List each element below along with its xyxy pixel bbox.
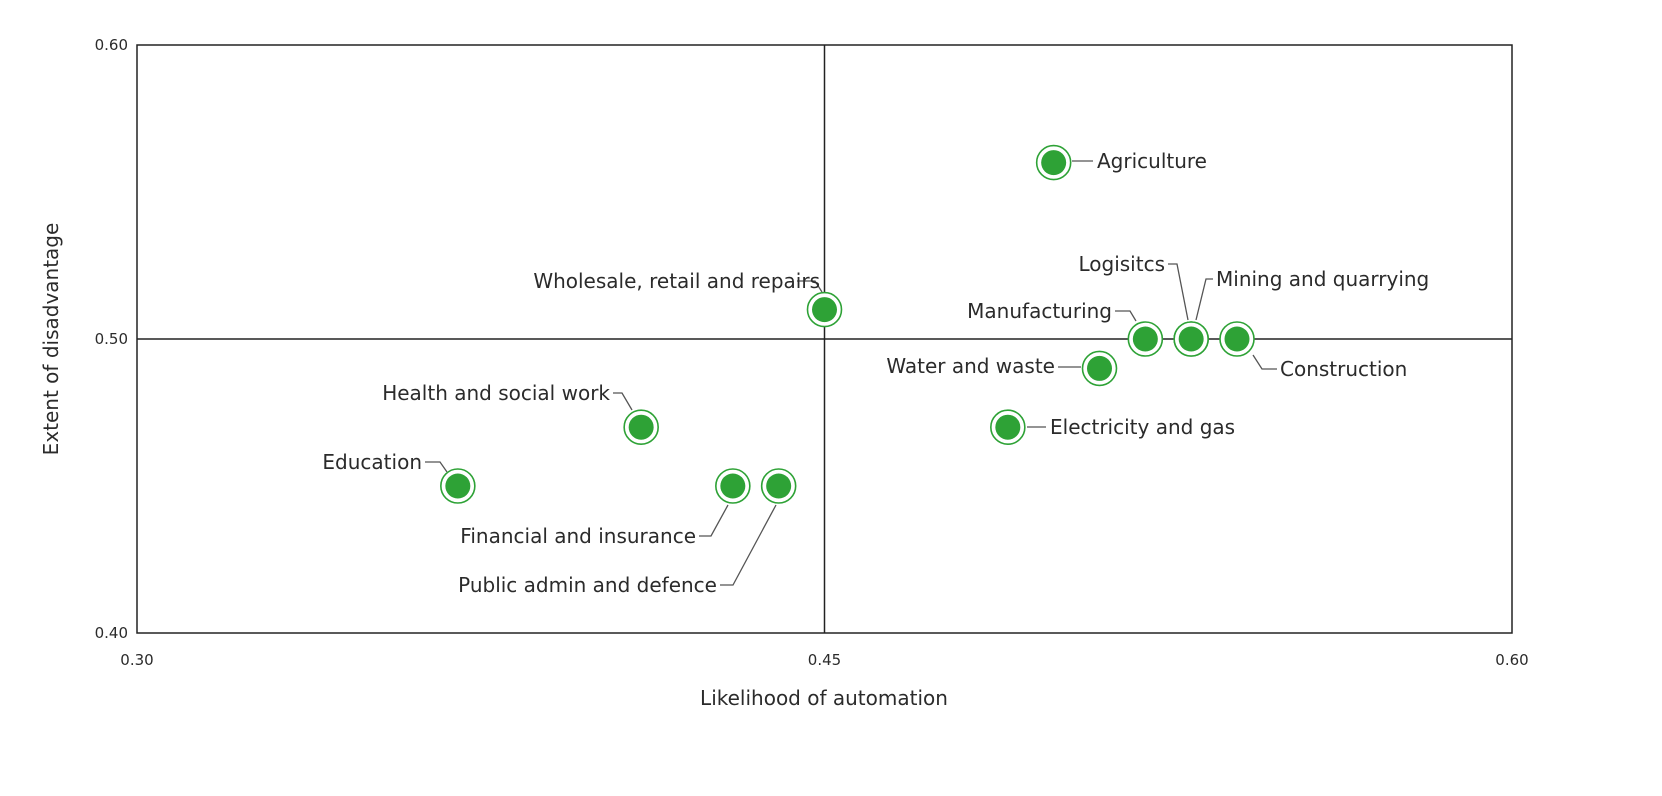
leader-line bbox=[1195, 278, 1213, 321]
point-label: Logisitcs bbox=[1078, 252, 1165, 276]
point-label: Agriculture bbox=[1097, 149, 1207, 173]
data-point[interactable] bbox=[806, 291, 843, 328]
point-label: Mining and quarrying bbox=[1216, 267, 1429, 291]
x-tick-label: 0.60 bbox=[1495, 651, 1528, 669]
leader-line bbox=[1115, 310, 1137, 322]
y-tick-label: 0.40 bbox=[95, 624, 128, 642]
leader-line bbox=[613, 392, 633, 411]
data-point[interactable] bbox=[990, 409, 1026, 446]
point-label: Manufacturing bbox=[967, 299, 1112, 323]
data-point[interactable] bbox=[1219, 321, 1255, 357]
leader-line bbox=[1168, 263, 1189, 321]
point-label: Financial and insurance bbox=[460, 524, 696, 548]
x-tick-label: 0.45 bbox=[808, 651, 841, 669]
leader-line bbox=[720, 504, 777, 586]
point-label: Electricity and gas bbox=[1050, 415, 1235, 439]
data-point[interactable] bbox=[1081, 350, 1118, 387]
data-point[interactable] bbox=[760, 468, 797, 504]
y-axis-title: Extent of disadvantage bbox=[39, 223, 63, 456]
data-point[interactable] bbox=[1035, 144, 1072, 181]
leader-line bbox=[1252, 354, 1277, 370]
point-label: Education bbox=[322, 450, 422, 474]
point-label: Wholesale, retail and repairs bbox=[533, 269, 820, 293]
point-label: Public admin and defence bbox=[458, 573, 717, 597]
y-tick-label: 0.50 bbox=[95, 330, 128, 348]
data-point[interactable] bbox=[1173, 321, 1209, 357]
data-point[interactable] bbox=[715, 468, 751, 504]
x-axis-title: Likelihood of automation bbox=[700, 686, 948, 710]
point-label: Construction bbox=[1280, 357, 1407, 381]
data-point[interactable] bbox=[1127, 321, 1164, 357]
leader-line bbox=[797, 280, 823, 293]
x-tick-label: 0.30 bbox=[120, 651, 153, 669]
leader-line bbox=[699, 504, 729, 537]
data-point[interactable] bbox=[623, 409, 659, 446]
y-tick-label: 0.60 bbox=[95, 36, 128, 54]
leader-line bbox=[425, 461, 448, 473]
point-label: Water and waste bbox=[886, 354, 1055, 378]
point-label: Health and social work bbox=[382, 381, 610, 405]
data-point[interactable] bbox=[440, 468, 476, 504]
